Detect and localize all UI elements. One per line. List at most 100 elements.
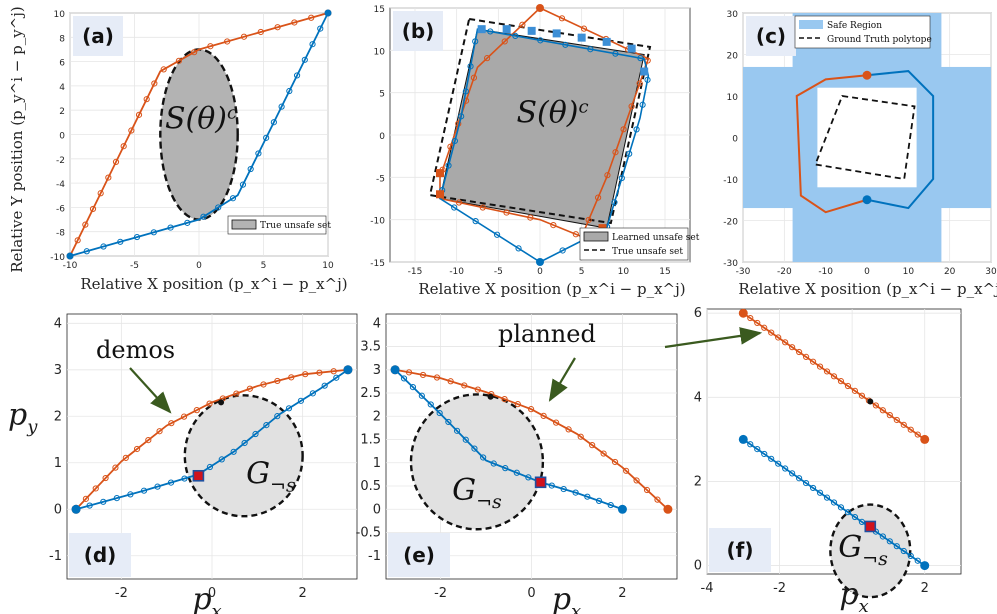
x-tick-label: -20: [777, 267, 792, 277]
data-point: [241, 439, 248, 447]
x-tick-label: 0: [537, 267, 543, 277]
data-point: [754, 446, 761, 453]
data-point: [240, 33, 248, 40]
contact-square: [192, 469, 205, 482]
y-tick-label: 0: [373, 502, 381, 517]
data-point: [585, 216, 592, 224]
highlight-square: [477, 25, 486, 34]
data-point: [102, 474, 109, 482]
data-point: [133, 445, 141, 453]
y-tick-label: -1: [49, 549, 62, 564]
data-point: [218, 456, 225, 463]
y-tick-label: 0.5: [360, 479, 381, 494]
x-tick-label: 30: [985, 267, 997, 277]
y-tick-label: 1.5: [360, 433, 381, 448]
data-point: [293, 72, 301, 79]
series-line: [439, 7, 650, 238]
data-point: [837, 378, 845, 385]
data-point: [419, 371, 427, 379]
data-point: [844, 509, 852, 516]
data-point: [480, 454, 487, 461]
panel-label: (f): [727, 538, 754, 562]
data-point: [548, 482, 555, 489]
data-point: [122, 454, 129, 461]
data-point: [472, 38, 479, 45]
data-point: [206, 463, 214, 471]
data-point: [872, 402, 879, 409]
data-point: [595, 497, 603, 504]
start-point: [862, 195, 872, 205]
x-tick-label: 0: [527, 586, 535, 601]
x-tick-label: -5: [130, 261, 139, 271]
data-point: [572, 489, 579, 496]
data-point: [317, 25, 324, 32]
x-tick-label: -15: [408, 267, 423, 277]
legend-swatch: [799, 20, 823, 29]
data-point: [255, 150, 262, 157]
data-point: [278, 103, 285, 110]
x-tick-label: 10: [322, 261, 334, 271]
data-point: [782, 339, 789, 346]
data-point: [86, 502, 93, 509]
data-point: [612, 149, 619, 156]
data-point: [82, 495, 90, 502]
data-point: [92, 485, 99, 492]
data-point: [537, 37, 544, 44]
y-axis-label: Relative Y position (p_y^i − p_y^j): [8, 6, 26, 272]
data-point: [105, 174, 112, 181]
data-point: [802, 479, 810, 487]
data-point: [167, 479, 175, 486]
data-point: [914, 557, 921, 564]
data-point: [572, 231, 579, 238]
legend-swatch: [583, 231, 609, 242]
data-point: [112, 464, 119, 471]
data-point: [274, 413, 281, 420]
data-point: [560, 485, 567, 493]
data-point: [309, 390, 316, 397]
panel-f: -4-2020246G¬s(f)px: [694, 306, 962, 614]
data-point: [775, 334, 782, 341]
data-point: [239, 181, 247, 188]
unsafe-core: [817, 87, 917, 188]
x-tick-label: -30: [736, 267, 751, 277]
y-tick-label: 4: [54, 316, 62, 331]
data-point: [286, 87, 293, 95]
legend-label: True unsafe set: [260, 221, 331, 231]
x-axis-label: px: [552, 582, 581, 614]
data-point: [184, 219, 191, 226]
x-tick-label: 10: [618, 267, 630, 277]
data-point: [886, 412, 893, 419]
data-point: [514, 401, 521, 408]
data-point: [620, 126, 627, 133]
data-point: [639, 101, 646, 108]
data-point: [844, 382, 852, 390]
data-point: [607, 501, 614, 509]
region-label: S(θ)c: [165, 101, 237, 136]
x-tick-label: -2: [773, 581, 786, 596]
data-point: [151, 80, 158, 87]
data-point: [636, 80, 643, 87]
data-point: [143, 96, 150, 103]
panel-label: (c): [756, 24, 786, 48]
data-point: [181, 475, 188, 482]
x-tick-label: 0: [196, 261, 202, 271]
data-point: [117, 238, 124, 245]
data-point: [474, 386, 481, 393]
data-point: [154, 483, 161, 490]
x-tick-label: -2: [434, 586, 447, 601]
data-point: [595, 194, 602, 201]
y-tick-label: 2: [373, 409, 381, 424]
data-point: [501, 38, 508, 45]
x-tick-label: 5: [579, 267, 585, 277]
data-point: [879, 407, 886, 414]
data-point: [796, 475, 803, 482]
data-point: [229, 195, 237, 202]
data-point: [120, 143, 127, 150]
y-tick-label: 2: [694, 474, 702, 489]
x-tick-label: 2: [298, 586, 306, 601]
data-point: [907, 426, 914, 433]
data-point: [458, 113, 465, 120]
data-point: [436, 409, 443, 417]
data-point: [316, 369, 323, 376]
